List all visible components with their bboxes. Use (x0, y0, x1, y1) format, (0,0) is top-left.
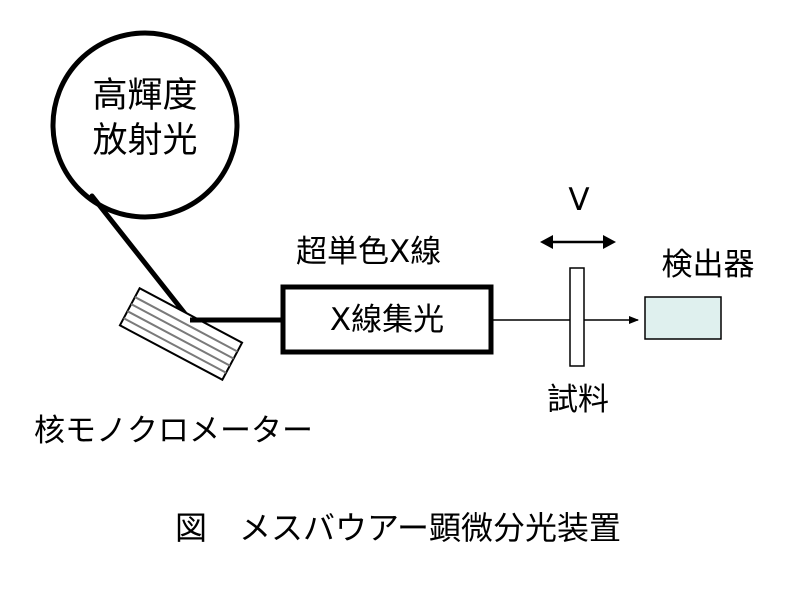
source-label-line1: 高輝度 (92, 76, 197, 116)
crystal-stripe (123, 317, 227, 374)
figure-caption: 図 メスバウアー顕微分光装置 (175, 509, 621, 547)
focusing-box-label: X線集光 (330, 302, 444, 338)
source-circle (50, 30, 240, 220)
sample-label: 試料 (547, 382, 609, 418)
ultra-mono-label: 超単色X線 (296, 234, 441, 270)
incident-beam (89, 193, 193, 323)
sample-slab (569, 267, 585, 367)
synchrotron-source: 高輝度 放射光 (50, 30, 240, 220)
source-label-line2: 放射光 (92, 121, 197, 161)
velocity-arrow-left-head (540, 235, 553, 249)
velocity-label: V (568, 182, 589, 218)
nuclear-monochromator (118, 286, 244, 382)
monochromator-body (118, 286, 244, 382)
xray-focusing-optic: X線集光 (280, 284, 494, 355)
crystal-stripe (130, 303, 235, 360)
monochromator-label: 核モノクロメーター (34, 413, 313, 449)
detector-box (644, 296, 722, 340)
crystal-stripe (126, 310, 231, 367)
crystal-stripe (134, 296, 238, 353)
detector-label: 検出器 (662, 247, 755, 283)
velocity-double-arrow (540, 235, 616, 249)
velocity-arrow-right-head (603, 235, 616, 249)
